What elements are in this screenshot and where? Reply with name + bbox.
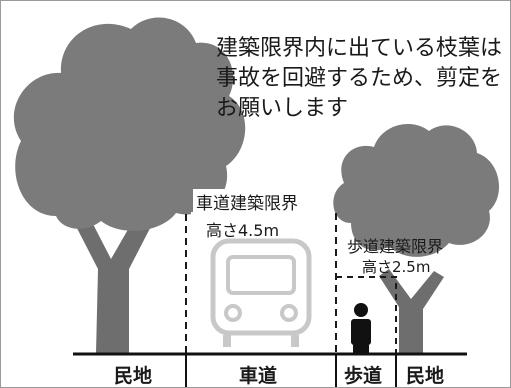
pedestrian-body <box>351 319 371 345</box>
right-tree <box>333 124 500 353</box>
pedestrian-figure <box>351 303 371 353</box>
right-tree-crown <box>333 124 500 257</box>
bus-left-headlight <box>224 304 242 322</box>
sidewalk-clearance-frame <box>336 276 397 353</box>
left-tree-trunk <box>63 191 163 353</box>
bus-body <box>210 238 312 336</box>
left-tree <box>13 17 246 353</box>
sidewalk-clearance-height: 高さ2.5m <box>362 258 431 276</box>
left-tree-crown <box>13 17 246 231</box>
notice-line-1: 建築限界内に出ている枝葉は <box>216 36 503 61</box>
pedestrian-head <box>354 303 368 317</box>
notice-line-3: お願いします <box>216 96 349 121</box>
bus-illustration <box>210 238 312 347</box>
bus-right-headlight <box>280 304 298 322</box>
notice-line-2: 事故を回避するため、剪定を <box>216 66 503 91</box>
label-private-land-left: 民地 <box>114 365 153 387</box>
label-private-land-right: 民地 <box>406 365 445 387</box>
pedestrian-legs <box>353 345 369 353</box>
bus-windshield <box>226 255 296 295</box>
label-roadway: 車道 <box>239 365 278 387</box>
sidewalk-clearance-title: 歩道建築限界 <box>347 237 444 256</box>
roadway-clearance-height: 高さ4.5m <box>206 221 280 240</box>
label-sidewalk: 歩道 <box>344 365 383 387</box>
roadway-clearance-title: 車道建築限界 <box>193 189 301 214</box>
right-tree-trunk <box>379 269 444 353</box>
